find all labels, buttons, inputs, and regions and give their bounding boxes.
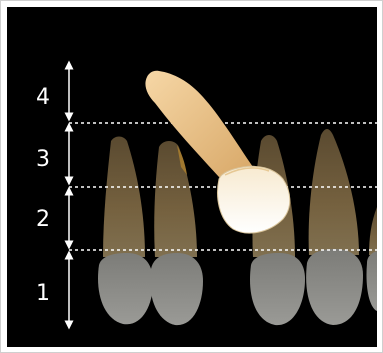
tooth-right-3 — [366, 207, 377, 311]
diagram-canvas — [7, 7, 377, 347]
zone-label-2: 2 — [33, 209, 53, 231]
tooth-left-2 — [150, 141, 203, 325]
zone-label-3: 3 — [33, 149, 53, 171]
zone-label-4: 4 — [33, 87, 53, 109]
zone-label-1: 1 — [33, 283, 53, 305]
tooth-zone-diagram: 4 3 2 1 — [7, 7, 377, 347]
tooth-right-2 — [306, 129, 363, 325]
tooth-left-1 — [98, 137, 153, 325]
